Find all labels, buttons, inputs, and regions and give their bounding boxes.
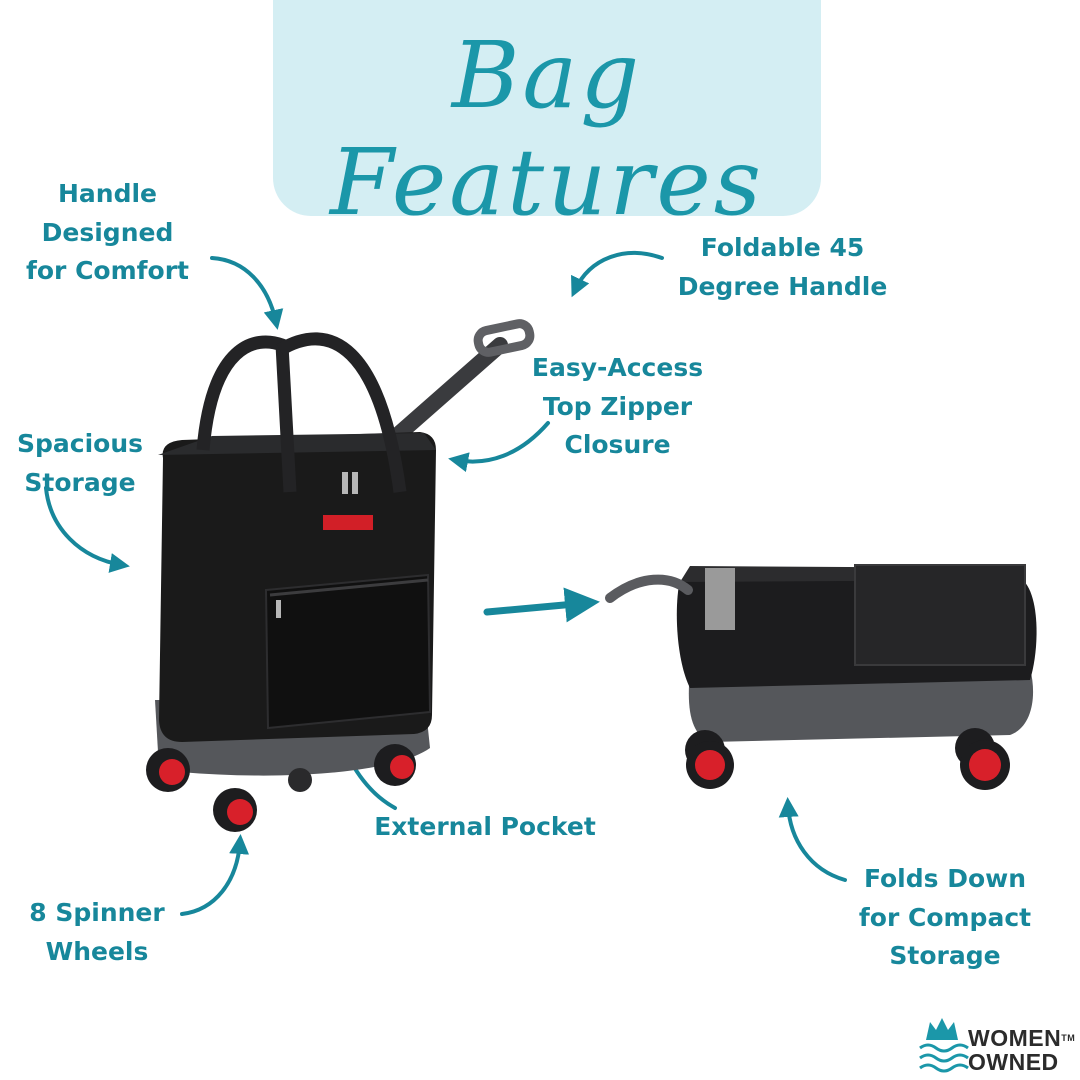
label-top-zipper: Easy-Access Top Zipper Closure — [531, 353, 704, 459]
label-spacious-storage: Spacious Storage — [16, 429, 143, 497]
label-handle-comfort: Handle Designed for Comfort — [26, 179, 189, 285]
upright-bag — [146, 319, 535, 832]
logo-line-owned: OWNED — [968, 1049, 1059, 1075]
arrow-foldable-handle — [571, 251, 664, 298]
arrow-top-zipper — [448, 421, 550, 473]
women-owned-logo-mark — [919, 1018, 969, 1073]
arrow-folds-down — [778, 797, 847, 882]
arrow-handle-comfort — [210, 256, 284, 330]
women-owned-logo-text: WOMENTM OWNED — [968, 1026, 1075, 1074]
logo-line-women: WOMEN — [968, 1025, 1062, 1051]
arrow-spinner-wheels — [180, 834, 250, 916]
label-foldable-handle: Foldable 45 Degree Handle — [677, 233, 888, 301]
label-folds-down: Folds Down for Compact Storage — [858, 864, 1032, 970]
label-external-pocket: External Pocket — [374, 812, 596, 841]
page-title: Bag Features — [330, 22, 764, 236]
arrow-transform — [483, 587, 600, 623]
arrow-spacious-storage — [44, 486, 130, 573]
logo-trademark: TM — [1061, 1033, 1076, 1043]
folded-bag — [605, 564, 1037, 790]
label-spinner-wheels: 8 Spinner Wheels — [29, 898, 165, 966]
title-banner: Bag Features — [273, 0, 821, 236]
